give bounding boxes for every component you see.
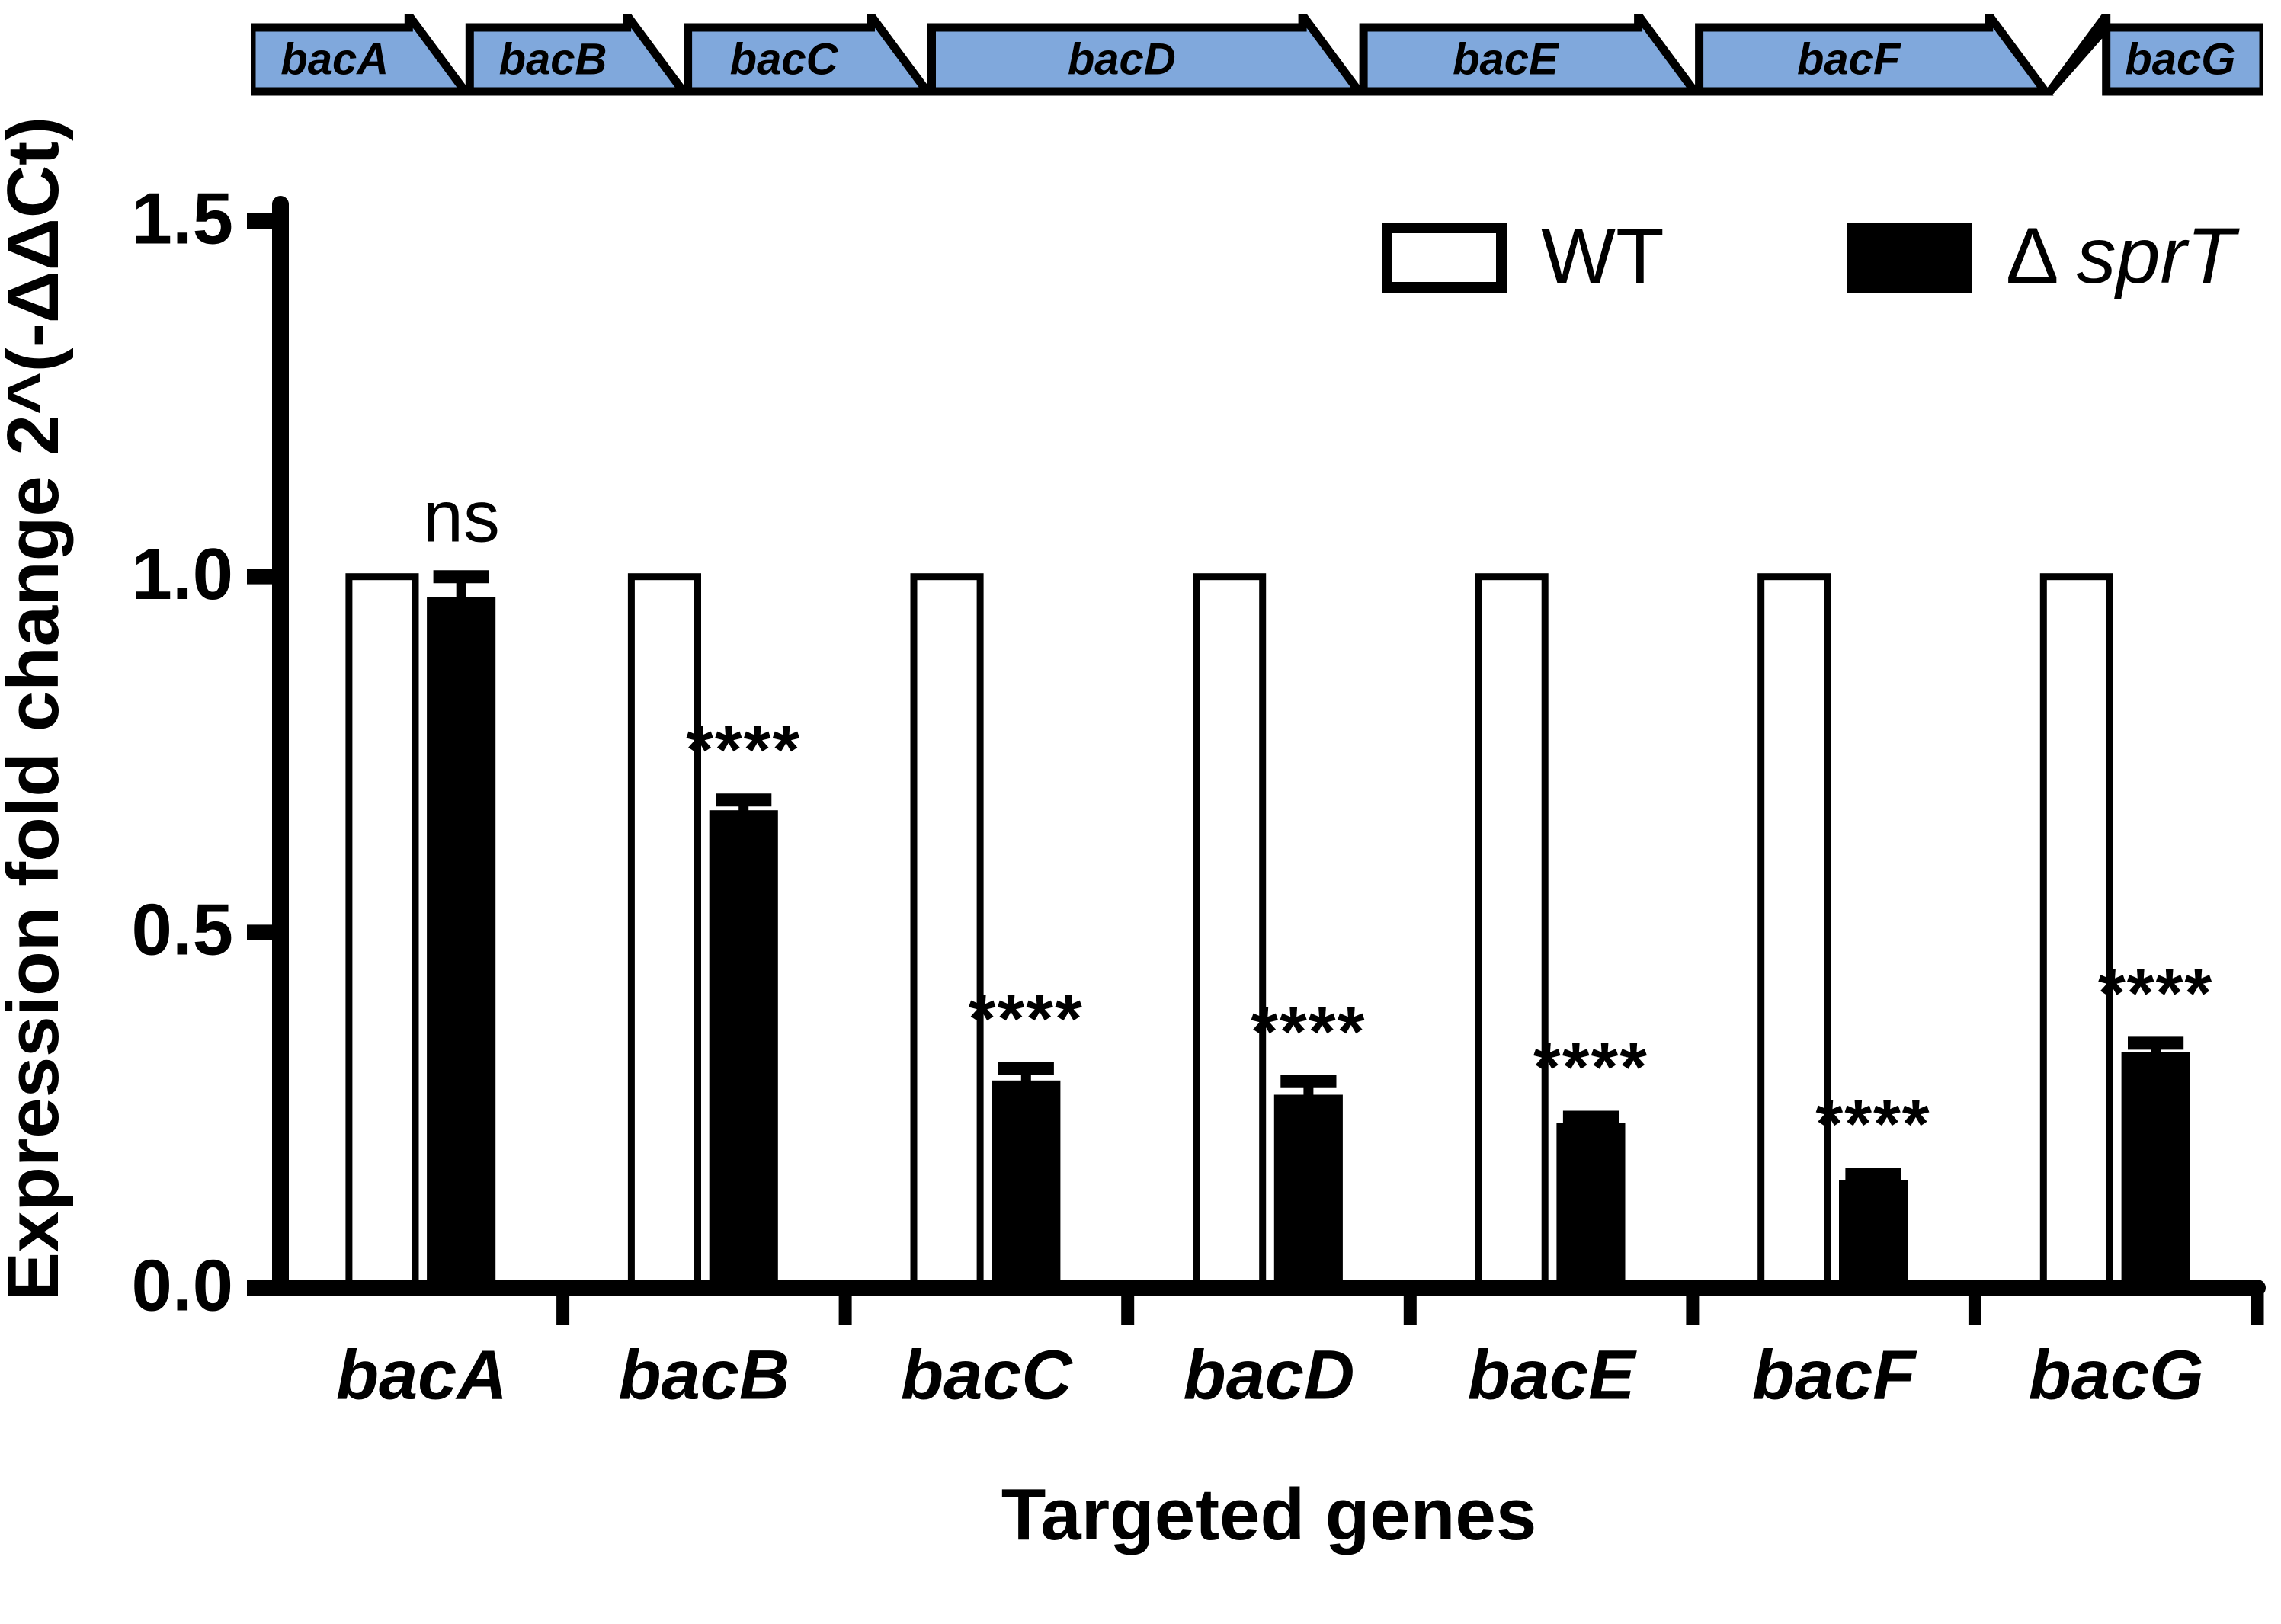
x-category-label-bacB: bacB <box>618 1337 790 1414</box>
gene-arrow-bacC[interactable] <box>684 14 936 96</box>
bar-wt-bacD[interactable] <box>1193 573 1267 1292</box>
gene-arrow-bacG[interactable] <box>2046 14 2263 96</box>
bar-wt-bacG[interactable] <box>2039 573 2113 1292</box>
significance-label-bacE: **** <box>1533 1029 1648 1107</box>
legend-swatch-wt[interactable] <box>1382 223 1507 293</box>
legend-gene-name: sprT <box>2077 212 2240 300</box>
y-tick-label-1.5: 1.5 <box>132 178 233 259</box>
bar-mutant-bacE[interactable] <box>1556 1123 1626 1289</box>
gene-arrow-bacA[interactable] <box>251 14 474 96</box>
error-bar-bacG <box>2128 1036 2184 1053</box>
bar-mutant-bacA[interactable] <box>427 597 496 1289</box>
gene-arrow-bacD[interactable] <box>927 14 1368 96</box>
legend-label-wt: WT <box>1541 212 1664 300</box>
bar-wt-bacA[interactable] <box>345 573 419 1292</box>
gene-label-bacB: bacB <box>499 34 607 84</box>
gene-label-bacD: bacD <box>1068 34 1176 84</box>
bar-wt-bacE[interactable] <box>1475 573 1549 1292</box>
legend-swatch-mutant[interactable] <box>1847 223 1972 293</box>
significance-label-bacC: **** <box>969 981 1084 1059</box>
significance-label-bacB: **** <box>686 712 801 790</box>
error-bar-bacA <box>433 570 489 598</box>
bar-chart: ns **** **** **** **** **** **** 0.0 0.5 1.0 1.5 ba… <box>0 91 2281 1624</box>
bar-wt-bacF[interactable] <box>1757 573 1831 1292</box>
operon-gene-map: bacA bacB bacC bacD bacE bacF bacG <box>251 14 2263 98</box>
gene-arrow-bacF[interactable] <box>1695 14 2054 96</box>
gene-label-bacG: bacG <box>2125 34 2235 84</box>
gene-arrow-bacB[interactable] <box>465 14 692 96</box>
error-bar-bacD <box>1280 1075 1337 1096</box>
legend-label-mutant: Δ sprT <box>2006 212 2240 300</box>
bar-mutant-bacG[interactable] <box>2121 1052 2190 1289</box>
bar-mutant-bacC[interactable] <box>992 1080 1061 1289</box>
legend-delta-symbol: Δ <box>2006 212 2077 300</box>
bar-wt-bacB[interactable] <box>627 573 702 1292</box>
bar-mutant-bacD[interactable] <box>1273 1094 1343 1289</box>
chart-svg: ns **** **** **** **** **** **** 0.0 0.5 1.0 1.5 ba… <box>0 117 2266 1555</box>
x-category-label-bacC: bacC <box>901 1337 1074 1414</box>
x-category-label-bacF: bacF <box>1752 1337 1918 1414</box>
significance-label-bacF: **** <box>1815 1086 1930 1164</box>
bar-mutant-bacF[interactable] <box>1839 1180 1908 1289</box>
y-tick-label-1.0: 1.0 <box>132 533 233 615</box>
gene-label-bacE: bacE <box>1453 34 1560 84</box>
significance-label-bacG: **** <box>2098 955 2213 1033</box>
x-category-label-bacA: bacA <box>336 1337 508 1414</box>
x-category-label-bacG: bacG <box>2029 1337 2204 1414</box>
error-bar-bacC <box>998 1062 1054 1082</box>
legend: WT Δ sprT <box>1382 212 2240 300</box>
y-tick-label-0.0: 0.0 <box>132 1244 233 1326</box>
error-bar-bacB <box>716 793 772 812</box>
significance-label-bacD: **** <box>1251 993 1366 1071</box>
y-tick-label-0.5: 0.5 <box>132 889 233 971</box>
bar-mutant-bacB[interactable] <box>709 810 778 1289</box>
gene-arrow-bacE[interactable] <box>1359 14 1703 96</box>
error-bar-bacF <box>1845 1168 1901 1181</box>
y-axis-title: Expression fold change 2^(-ΔΔCt) <box>0 117 74 1301</box>
x-axis-title: Targeted genes <box>1001 1474 1536 1555</box>
x-category-label-bacE: bacE <box>1468 1337 1638 1414</box>
bar-wt-bacC[interactable] <box>910 573 984 1292</box>
significance-label-bacA: ns <box>423 476 500 558</box>
operon-svg: bacA bacB bacC bacD bacE bacF bacG <box>251 14 2263 96</box>
error-bar-bacE <box>1562 1110 1619 1125</box>
gene-label-bacC: bacC <box>730 34 839 84</box>
x-category-label-bacD: bacD <box>1184 1337 1355 1414</box>
gene-label-bacA: bacA <box>280 34 389 84</box>
gene-label-bacF: bacF <box>1797 34 1901 84</box>
